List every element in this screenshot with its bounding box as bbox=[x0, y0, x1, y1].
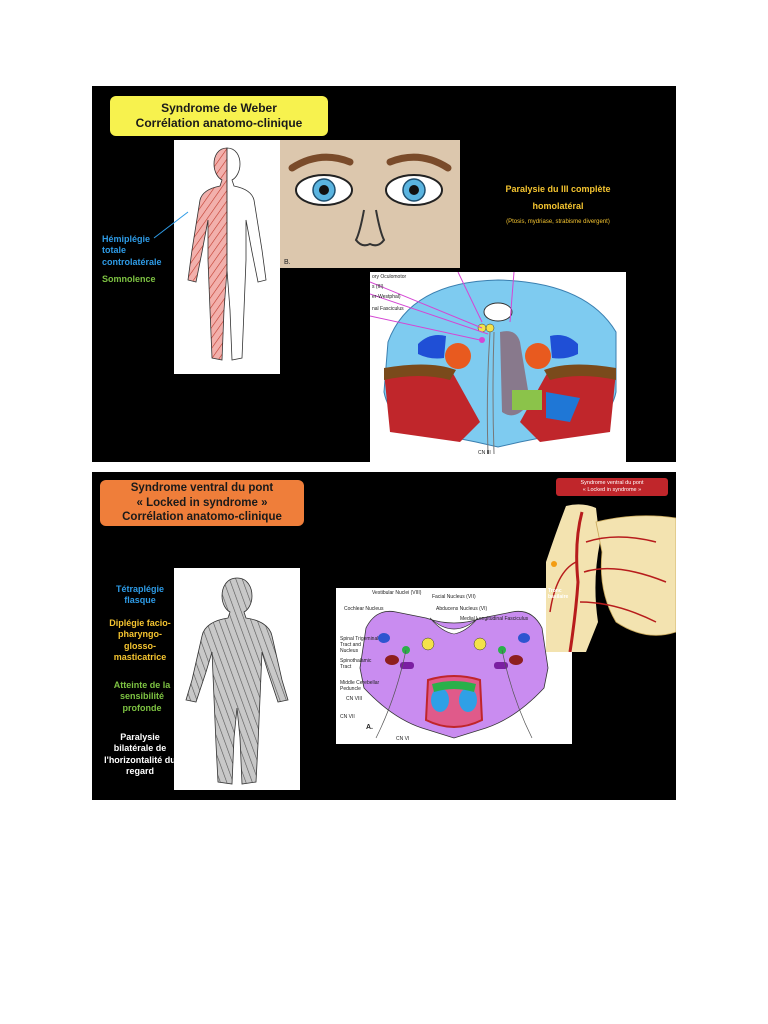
gaze-line3: l'horizontalité du bbox=[104, 754, 176, 765]
locked-in-title-line3: Corrélation anatomo-clinique bbox=[122, 511, 282, 524]
paralysis-line2: homolatéral bbox=[532, 201, 584, 212]
somnolence-label: Somnolence bbox=[102, 274, 156, 284]
hemiplegia-line1: Hémiplégie bbox=[102, 234, 151, 244]
inset-title-box: Syndrome ventral du pont « Locked in syn… bbox=[556, 478, 668, 496]
diplegia-label: Diplégie facio- pharyngo- glosso- mastic… bbox=[98, 618, 182, 663]
hemiplegia-body-figure bbox=[174, 140, 280, 374]
pons-label-spinal-trigeminal: Spinal Trigeminal Tract and Nucleus bbox=[340, 636, 379, 654]
inset-title-line2: « Locked in syndrome » bbox=[582, 487, 642, 494]
pons-label-cochlear: Cochlear Nucleus bbox=[344, 606, 384, 612]
tronc-basilaire-label: Tronc basilaire bbox=[548, 588, 568, 600]
diplegia-line1: Diplégie facio- bbox=[109, 618, 171, 628]
pons-panel-label: A. bbox=[366, 724, 373, 731]
tetraplegia-line1: Tétraplégie bbox=[115, 584, 164, 594]
pons-label-spinothalamic: Spinothalamic Tract bbox=[340, 658, 372, 670]
diplegia-line2: pharyngo- bbox=[118, 629, 162, 640]
face-ptosis-panel: B. bbox=[280, 140, 460, 268]
hemiplegia-label: Hémiplégie totale controlatérale bbox=[102, 234, 162, 268]
gaze-line4: regard bbox=[125, 765, 154, 776]
diagram-label-oculomotor: ory Oculomotor bbox=[372, 274, 407, 280]
pons-section-diagram: Vestibular Nuclei (VIII) Facial Nucleus … bbox=[336, 588, 572, 744]
pons-label-middle-cerebellar: Middle Cerebellar Peduncle bbox=[340, 680, 380, 692]
pons-label-cn8: CN VIII bbox=[346, 696, 363, 702]
gaze-line2: bilatérale de bbox=[113, 743, 167, 754]
tetraplegia-label: Tétraplégie flasque bbox=[104, 584, 176, 607]
pons-label-mlf: Medial Longitudinal Fasciculus bbox=[460, 616, 529, 622]
pons-label-cn7: CN VII bbox=[340, 714, 355, 720]
hemiplegia-line3: controlatérale bbox=[102, 256, 162, 267]
paralysis-line1: Paralysie du III complète bbox=[505, 184, 611, 194]
sensibility-line3: profonde bbox=[122, 702, 162, 713]
hemiplegia-line2: totale bbox=[102, 245, 127, 256]
weber-title-line2: Corrélation anatomo-clinique bbox=[135, 116, 303, 130]
sensibility-label: Atteinte de la sensibilité profonde bbox=[104, 680, 180, 714]
locked-in-title-box: Syndrome ventral du pont « Locked in syn… bbox=[100, 480, 304, 526]
diagram-label-nucleus: s (III) bbox=[372, 284, 384, 290]
gaze-paralysis-label: Paralysie bilatérale de l'horizontalité … bbox=[94, 732, 186, 777]
locked-in-title-line2: « Locked in syndrome » bbox=[136, 496, 268, 509]
locked-in-title-line1: Syndrome ventral du pont bbox=[130, 482, 274, 495]
diagram-label-westphal: er-Westphal) bbox=[372, 294, 401, 300]
hemiplegia-pointer-line bbox=[153, 211, 189, 239]
pons-label-abducens: Abducens Nucleus (VI) bbox=[436, 606, 488, 612]
pons-label-facial: Facial Nucleus (VII) bbox=[432, 594, 476, 600]
tronc-line2: basilaire bbox=[548, 594, 569, 600]
tetraplegia-line2: flasque bbox=[124, 595, 156, 606]
paralysis-detail: (Ptosis, mydriase, strabisme divergent) bbox=[506, 218, 610, 225]
midbrain-section-diagram: ory Oculomotor s (III) er-Westphal) nal … bbox=[369, 271, 626, 462]
face-panel-label: B. bbox=[284, 259, 291, 266]
weber-title-line1: Syndrome de Weber bbox=[161, 101, 277, 115]
pons-label-cn6: CN VI bbox=[396, 736, 410, 742]
inset-title-line1: Syndrome ventral du pont bbox=[580, 480, 644, 486]
diplegia-line3: glosso- bbox=[123, 640, 156, 651]
tetraplegia-body-figure bbox=[174, 568, 300, 790]
gaze-line1: Paralysie bbox=[120, 732, 160, 742]
diagram-label-cn3: CN III bbox=[478, 450, 491, 456]
diagram-label-fasciculus: nal Fasciculus bbox=[372, 306, 404, 312]
locked-in-slide: Syndrome ventral du pont « Locked in syn… bbox=[92, 472, 676, 800]
weber-title-box: Syndrome de Weber Corrélation anatomo-cl… bbox=[110, 96, 328, 136]
diplegia-line4: masticatrice bbox=[113, 651, 167, 662]
paralysis-label: Paralysie du III complète homolatéral (P… bbox=[492, 184, 624, 226]
weber-slide: Syndrome de Weber Corrélation anatomo-cl… bbox=[92, 86, 676, 462]
tronc-line1: Tronc bbox=[548, 588, 562, 594]
sensibility-line1: Atteinte de la bbox=[113, 680, 171, 690]
brainstem-artery-illustration: Tronc basilaire bbox=[546, 502, 676, 653]
sensibility-line2: sensibilité bbox=[119, 691, 164, 702]
pons-label-vestibular: Vestibular Nuclei (VIII) bbox=[372, 590, 422, 596]
